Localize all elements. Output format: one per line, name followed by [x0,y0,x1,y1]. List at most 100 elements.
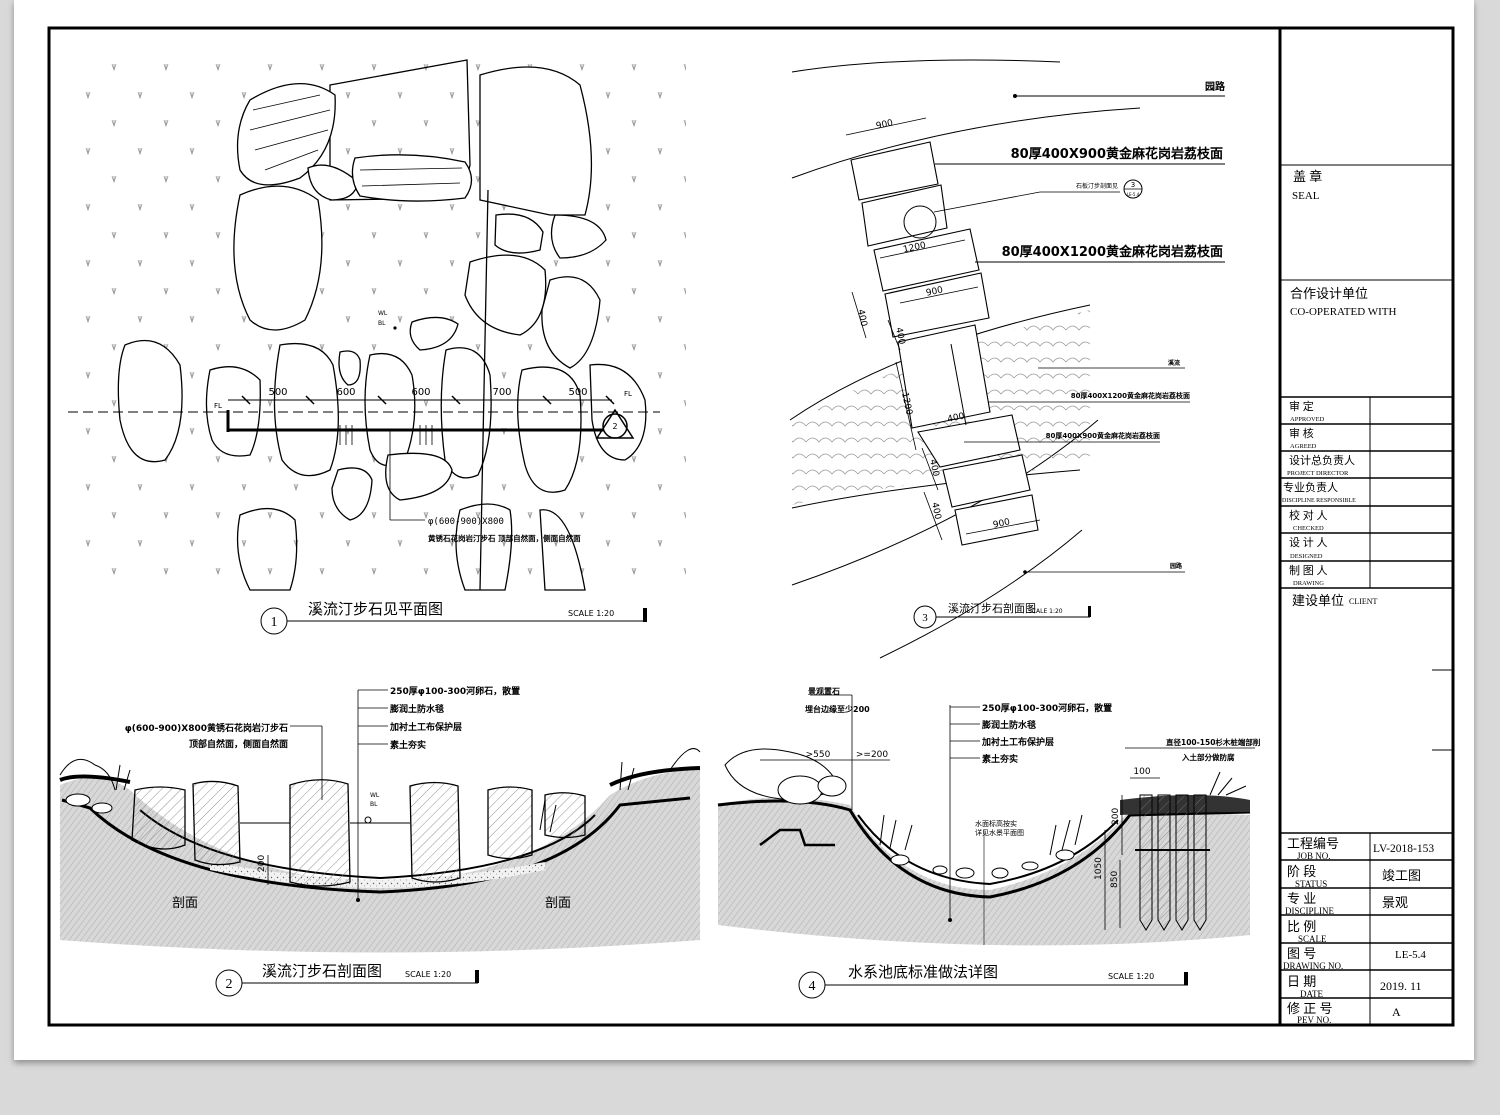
rev-en: PEV NO. [1297,1015,1331,1025]
seal-en: SEAL [1292,190,1320,202]
drawingno-en: DRAWING NO. [1283,961,1343,971]
plan-dim-2: 600 [336,387,355,398]
svg-text:900: 900 [992,517,1011,530]
role-approved-en: APPROVED [1290,416,1325,423]
status-value: 竣工图 [1382,868,1421,883]
client-cn: 建设单位 [1292,593,1344,608]
section2-label-left: 剖面 [172,895,198,910]
stone-b-label: 80厚400X1200黄金麻花岗岩荔枝面 [1002,244,1223,260]
rev-value: A [1392,1005,1401,1019]
discipline-value: 景观 [1382,895,1408,910]
dim-200b: 200 [1111,808,1121,825]
role-drawing-en: DRAWING [1293,580,1324,587]
svg-text:3: 3 [1131,181,1135,189]
plan-rocks [117,59,647,591]
stone-a-small: 80厚400X900黄金麻花岗岩荔枝面 [1046,431,1160,440]
svg-text:250厚φ100-300河卵石，散置: 250厚φ100-300河卵石，散置 [982,702,1112,714]
waterlevel-note-1: 水面标高按实 [975,819,1017,828]
plan-note-2: 黄锈石花岗岩汀步石 顶部自然面，侧面自然面 [428,533,581,543]
timber-piles [1139,794,1207,931]
view3-title-text: 溪流汀步石剖面图 [948,601,1036,615]
role-agreed-en: AGREED [1290,443,1317,450]
dim-1050: 1050 [1094,857,1104,880]
rock-note-1: 景观置石 [808,686,840,696]
svg-text:400: 400 [893,327,906,346]
cad-drawing: 500 600 600 700 500 FL FL WL BL 2 φ(600-… [47,26,1455,1027]
drawingno-value: LE-5.4 [1395,949,1426,961]
view1-plan: 500 600 600 700 500 FL FL WL BL 2 φ(600-… [66,55,686,635]
drawingno-cn: 图 号 [1287,946,1316,961]
section2-wl: WL [370,792,380,799]
view4-scale: SCALE 1:20 [1108,972,1154,981]
road-bottom-label: 园路 [1170,562,1183,570]
stone-b-small: 80厚400X1200黄金麻花岗岩荔枝面 [1071,391,1190,400]
stepping-slabs [850,141,1039,546]
rock-note-2: 埋台边缘至少200 [805,704,870,714]
view3-scale: SCALE 1:20 [1028,608,1063,615]
svg-text:400: 400 [927,459,940,478]
plan-dim-5: 500 [568,387,587,398]
svg-text:900: 900 [875,118,894,131]
pebbles [890,849,1075,879]
role-checked-en: CHECKED [1293,525,1324,532]
status-cn: 阶 段 [1287,864,1316,879]
svg-text:400: 400 [947,412,966,425]
rev-cn: 修 正 号 [1287,1001,1333,1016]
svg-text:1: 1 [271,615,278,630]
svg-text:加衬土工布保护层: 加衬土工布保护层 [981,736,1054,748]
role-designed-en: DESIGNED [1290,553,1323,560]
view4-title-text: 水系池底标准做法详图 [848,964,998,981]
discipline-cn: 专 业 [1287,891,1316,906]
client-en: CLIENT [1349,597,1378,606]
view4-title: 4 水系池底标准做法详图 SCALE 1:20 [798,964,1188,999]
role-checked-cn: 校 对 人 [1289,508,1328,522]
role-designed-cn: 设 计 人 [1289,536,1328,549]
plan-note-1: φ(600-900)X800 [428,517,504,527]
stepping-dims: 900 1200 900 400 400 1200 400 400 400 90… [845,117,1041,541]
view1-scale: SCALE 1:20 [568,609,614,618]
plan-dim-1: 500 [268,387,287,398]
role-discipline-en: DISCIPLINE RESPONSIBLE [1282,498,1356,504]
role-agreed-cn: 审 核 [1289,426,1314,440]
svg-text:1200: 1200 [899,392,914,417]
svg-text:素土夯实: 素土夯实 [390,739,426,751]
plan-fl-right: FL [624,390,632,398]
role-discipline-cn: 专业负责人 [1283,480,1338,494]
jobno-cn: 工程编号 [1287,836,1339,851]
dim-100: 100 [1133,767,1150,777]
svg-text:3: 3 [922,612,928,624]
view2-title-text: 溪流汀步石剖面图 [262,963,382,980]
title-block-text: 盖 章 SEAL 合作设计单位 CO-OPERATED WITH 审 定 APP… [1282,169,1434,1025]
view2-scale: SCALE 1:20 [405,970,451,979]
dim-550: >550 [806,750,831,760]
section2-bl: BL [370,801,378,808]
svg-text:1200: 1200 [902,241,927,256]
svg-text:900: 900 [925,285,944,298]
section4-layer-notes: 250厚φ100-300河卵石，散置 膨润土防水毯 加衬土工布保护层 素土夯实 [950,702,1112,765]
svg-text:素土夯实: 素土夯实 [982,753,1018,765]
title-block [1280,164,1453,1025]
coop-cn: 合作设计单位 [1290,286,1368,301]
plan-dim-ticks [241,395,615,405]
section2-dim: 200 [257,855,267,872]
svg-text:加衬土工布保护层: 加衬土工布保护层 [389,721,462,733]
plan-fl-left: FL [214,402,222,410]
section2-stone-note-1: φ(600-900)X800黄锈石花岗岩汀步石 [125,722,288,734]
dim-200: >=200 [856,750,889,760]
plan-bl: BL [378,320,386,327]
role-drawing-cn: 制 图 人 [1289,564,1328,577]
sheet-border [47,26,1455,1027]
seal-cn: 盖 章 [1293,169,1322,184]
svg-text:2: 2 [226,977,233,992]
svg-text:膨润土防水毯: 膨润土防水毯 [981,719,1036,731]
scale-cn: 比 例 [1287,919,1316,934]
drawing-sheet: 500 600 600 700 500 FL FL WL BL 2 φ(600-… [14,0,1474,1060]
ref-text: 石板汀步剖面见 [1076,182,1118,190]
view1-title-text: 溪流汀步石见平面图 [308,601,443,618]
stream-label: 溪流 [1168,359,1180,367]
date-cn: 日 期 [1287,974,1316,989]
discipline-en: DISCIPLINE [1285,906,1335,916]
role-approved-cn: 审 定 [1289,399,1314,413]
date-value: 2019. 11 [1380,979,1422,993]
role-director-cn: 设计总负责人 [1289,453,1355,467]
